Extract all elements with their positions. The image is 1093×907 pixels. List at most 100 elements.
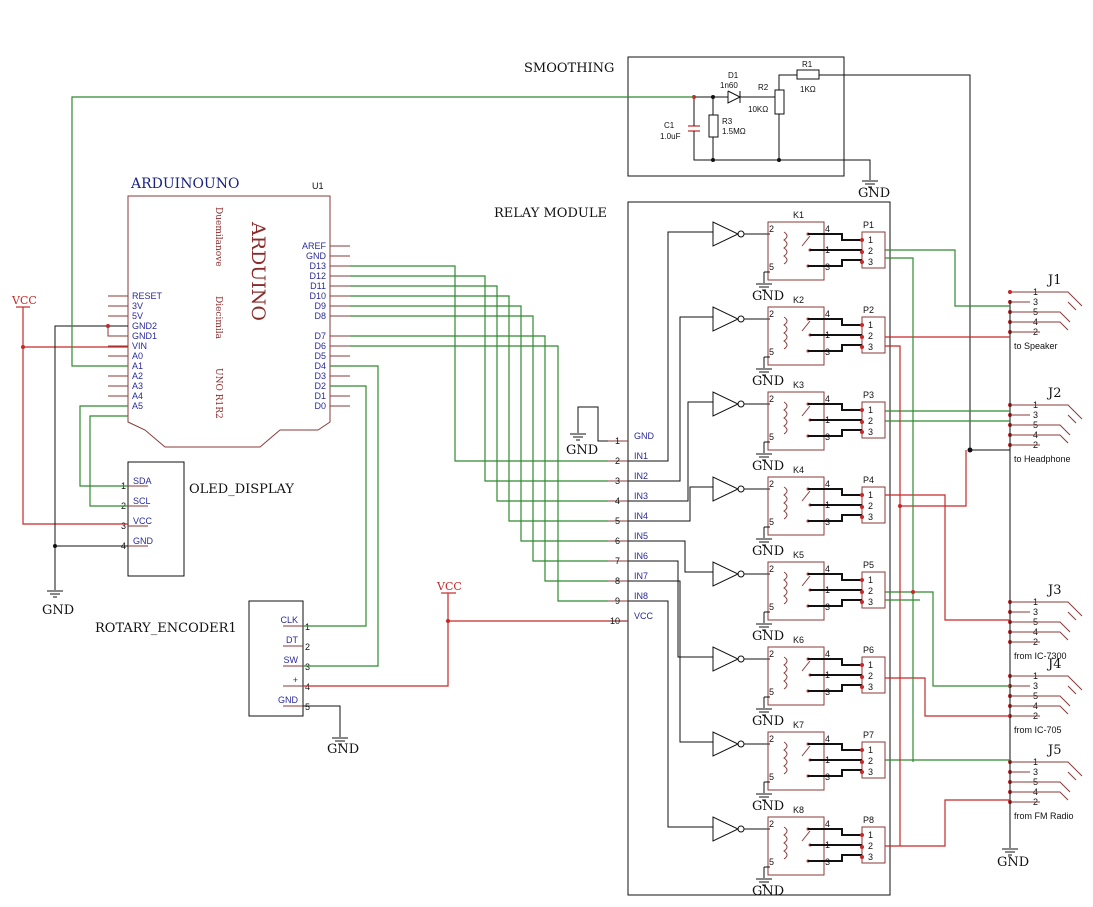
svg-text:3: 3	[868, 257, 873, 267]
svg-text:3: 3	[1033, 681, 1038, 691]
relay-gnd-label: GND	[752, 289, 784, 304]
diode-d1	[727, 90, 742, 104]
r1-ref: R1	[802, 60, 813, 69]
svg-text:3: 3	[1033, 297, 1038, 307]
arduino-duemilanove: Duemilanove	[213, 207, 223, 267]
arduino-pin-label: D11	[310, 281, 326, 291]
svg-text:2: 2	[769, 819, 774, 829]
relay-gnd-label: GND	[752, 714, 784, 729]
plug-ref: P8	[863, 815, 874, 825]
jack-caption: from IC-7300	[1014, 651, 1067, 661]
relay-input-number: 6	[615, 536, 620, 546]
svg-text:2: 2	[868, 416, 873, 426]
encoder-pin-name: DT	[286, 635, 298, 645]
svg-text:3: 3	[868, 342, 873, 352]
relay-input-number: 8	[615, 576, 620, 586]
relay-ref: K6	[793, 635, 804, 645]
svg-text:2: 2	[769, 564, 774, 574]
r1-value: 1KΩ	[800, 85, 816, 94]
relay-module-title: RELAY MODULE	[494, 206, 607, 221]
ground-symbol-relay: GND	[566, 433, 598, 458]
svg-text:1: 1	[868, 830, 873, 840]
jack-ref: J3	[1046, 583, 1061, 598]
plug-ref: P6	[863, 645, 874, 655]
arduino-pin-label: A0	[132, 351, 143, 361]
arduino-uno-r1r2: UNO R1R2	[213, 368, 223, 419]
ground-symbol-left: GND	[42, 590, 74, 618]
jack-ref: J1	[1046, 273, 1061, 288]
arduino-pin-label: D13	[309, 261, 326, 271]
plug-ref: P7	[863, 730, 874, 740]
arduino-pin-label: D2	[314, 381, 326, 391]
encoder-pin-name: SW	[284, 655, 299, 665]
svg-text:5: 5	[769, 857, 774, 867]
relay-ref: K2	[793, 295, 804, 305]
arduino-pin-label: AREF	[302, 241, 327, 251]
relay-module-block	[627, 201, 891, 896]
data-wire	[350, 335, 608, 582]
relay-input-name: IN3	[634, 491, 648, 501]
jack-caption: to Speaker	[1014, 341, 1058, 351]
encoder-pin-number: 1	[305, 622, 310, 632]
relay-input-number: 1	[615, 436, 620, 446]
plug-body	[861, 401, 886, 439]
encoder-pin-number: 3	[305, 662, 310, 672]
arduino-pin-label: D12	[309, 271, 326, 281]
resistor-r1	[796, 69, 820, 80]
r2-ref: R2	[758, 83, 769, 92]
relay-input-number: 3	[615, 476, 620, 486]
arduino-pin-label: A4	[132, 391, 143, 401]
buffer-icon	[712, 221, 740, 247]
arduino-pin-label: D0	[314, 401, 326, 411]
svg-text:4: 4	[825, 224, 830, 234]
svg-text:3: 3	[868, 852, 873, 862]
svg-text:2: 2	[769, 224, 774, 234]
relay-ref: K7	[793, 720, 804, 730]
svg-text:5: 5	[769, 602, 774, 612]
arduino-diecimila: Diecimila	[213, 296, 223, 340]
relay-input-number: 4	[615, 496, 620, 506]
relay-ref: K5	[793, 550, 804, 560]
oled-pin-number: 3	[121, 521, 126, 531]
svg-text:2: 2	[769, 649, 774, 659]
data-wire	[350, 295, 608, 522]
data-wire	[350, 265, 608, 462]
smoothing-block: SMOOTHING R1 1KΩ D1 1n60 R2 10KΩ R3 1.5M…	[524, 56, 1010, 453]
encoder-pin-number: 5	[305, 702, 310, 712]
arduino-pin-label: D7	[314, 331, 326, 341]
svg-text:1: 1	[868, 405, 873, 415]
svg-text:5: 5	[769, 262, 774, 272]
relay-input-number: 5	[615, 516, 620, 526]
plug-body	[861, 231, 886, 269]
plug-ref: P5	[863, 560, 874, 570]
jack-caption: from IC-705	[1014, 725, 1062, 735]
buffer-icon	[712, 731, 740, 757]
vcc-label-left: VCC	[11, 294, 37, 307]
relay-input-number: 2	[615, 456, 620, 466]
svg-text:2: 2	[868, 841, 873, 851]
oled-pin-name: GND	[133, 536, 154, 546]
svg-text:2: 2	[868, 246, 873, 256]
arduino-pin-label: D5	[314, 351, 326, 361]
plug-ref: P1	[863, 220, 874, 230]
encoder-title: ROTARY_ENCODER1	[95, 621, 237, 636]
oled-pin-name: SCL	[133, 496, 151, 506]
svg-text:3: 3	[868, 427, 873, 437]
relay-input-name: IN1	[634, 451, 648, 461]
encoder-pin-name: GND	[278, 695, 299, 705]
arduino-pin-label: A2	[132, 371, 143, 381]
relay-input-name: IN2	[634, 471, 648, 481]
buffer-icon	[712, 476, 740, 502]
vcc-symbol-right: VCC	[303, 580, 628, 687]
svg-text:1: 1	[868, 575, 873, 585]
